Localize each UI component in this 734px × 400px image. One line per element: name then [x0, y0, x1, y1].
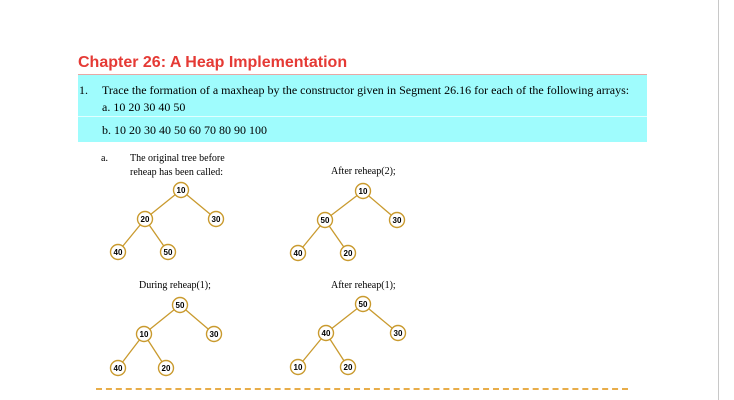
tree-node-label: 20: [344, 363, 353, 372]
diagram-4-caption: After reheap(1);: [331, 280, 396, 291]
diagram-1-caption-line2: reheap has been called:: [130, 167, 224, 178]
tree-node: 10: [172, 181, 190, 199]
tree-node-label: 50: [164, 248, 173, 257]
tree-node: 50: [171, 296, 189, 314]
tree-node-circle: [317, 324, 335, 342]
tree-node-circle: [289, 358, 307, 376]
question-number: 1.: [79, 83, 88, 97]
section-divider: [96, 388, 628, 390]
tree-node-circle: [339, 358, 357, 376]
tree-node-circle: [354, 182, 372, 200]
tree-node-circle: [289, 244, 307, 262]
tree-node-circle: [109, 243, 127, 261]
tree-node: 10: [135, 325, 153, 343]
tree-node-label: 40: [114, 248, 123, 257]
heap-tree-2: 10 50 30 40 20: [289, 182, 406, 262]
tree-node-label: 10: [140, 330, 149, 339]
tree-node-label: 10: [177, 186, 186, 195]
tree-node-label: 10: [294, 363, 303, 372]
tree-node: 20: [136, 210, 154, 228]
tree-node-label: 20: [344, 249, 353, 258]
tree-node: 40: [289, 244, 307, 262]
tree-node: 20: [339, 358, 357, 376]
tree-node: 30: [389, 324, 407, 342]
tree-node-label: 50: [176, 301, 185, 310]
tree-node: 10: [354, 182, 372, 200]
tree-node-circle: [135, 325, 153, 343]
tree-node-circle: [159, 243, 177, 261]
heap-tree-1: 10 20 30 40 50: [109, 181, 225, 261]
tree-node-label: 50: [321, 216, 330, 225]
question-text: Trace the formation of a maxheap by the …: [102, 83, 630, 97]
diagram-3-caption: During reheap(1);: [139, 280, 211, 291]
tree-node-circle: [354, 295, 372, 313]
tree-node-label: 40: [322, 329, 331, 338]
tree-node-label: 50: [359, 300, 368, 309]
tree-node-circle: [389, 324, 407, 342]
tree-node-label: 40: [114, 364, 123, 373]
tree-node: 40: [317, 324, 335, 342]
tree-node-circle: [157, 359, 175, 377]
heap-tree-3: 50 10 30 40 20: [109, 296, 223, 377]
tree-node: 50: [354, 295, 372, 313]
diagram-2-caption: After reheap(2);: [331, 166, 396, 177]
tree-node-circle: [207, 210, 225, 228]
tree-node: 50: [316, 211, 334, 229]
question-divider: [78, 116, 647, 117]
tree-node-circle: [339, 244, 357, 262]
question-highlight: [78, 75, 647, 142]
tree-node-circle: [172, 181, 190, 199]
tree-node-label: 30: [212, 215, 221, 224]
tree-node-label: 10: [359, 187, 368, 196]
tree-node-label: 30: [393, 216, 402, 225]
tree-node-label: 20: [141, 215, 150, 224]
tree-node-label: 40: [294, 249, 303, 258]
tree-node: 10: [289, 358, 307, 376]
title-underline: [78, 74, 647, 75]
tree-node-circle: [171, 296, 189, 314]
tree-node: 20: [339, 244, 357, 262]
tree-node: 30: [205, 325, 223, 343]
page-edge: [718, 0, 719, 400]
question-part-b: b. 10 20 30 40 50 60 70 80 90 100: [102, 123, 267, 137]
tree-node-circle: [136, 210, 154, 228]
diagram-1-caption-line1: The original tree before: [130, 153, 225, 164]
tree-node: 20: [157, 359, 175, 377]
tree-node-circle: [316, 211, 334, 229]
tree-node: 50: [159, 243, 177, 261]
tree-node: 30: [388, 211, 406, 229]
chapter-title: Chapter 26: A Heap Implementation: [78, 54, 348, 71]
answer-part-label: a.: [101, 153, 108, 164]
tree-node-label: 30: [210, 330, 219, 339]
tree-node: 30: [207, 210, 225, 228]
tree-node-circle: [388, 211, 406, 229]
tree-node-circle: [205, 325, 223, 343]
tree-node-label: 30: [394, 329, 403, 338]
tree-node-circle: [109, 359, 127, 377]
question-part-a: a. 10 20 30 40 50: [102, 100, 186, 114]
heap-tree-4: 50 40 30 10 20: [289, 295, 407, 376]
tree-node-label: 20: [162, 364, 171, 373]
tree-node: 40: [109, 243, 127, 261]
tree-node: 40: [109, 359, 127, 377]
